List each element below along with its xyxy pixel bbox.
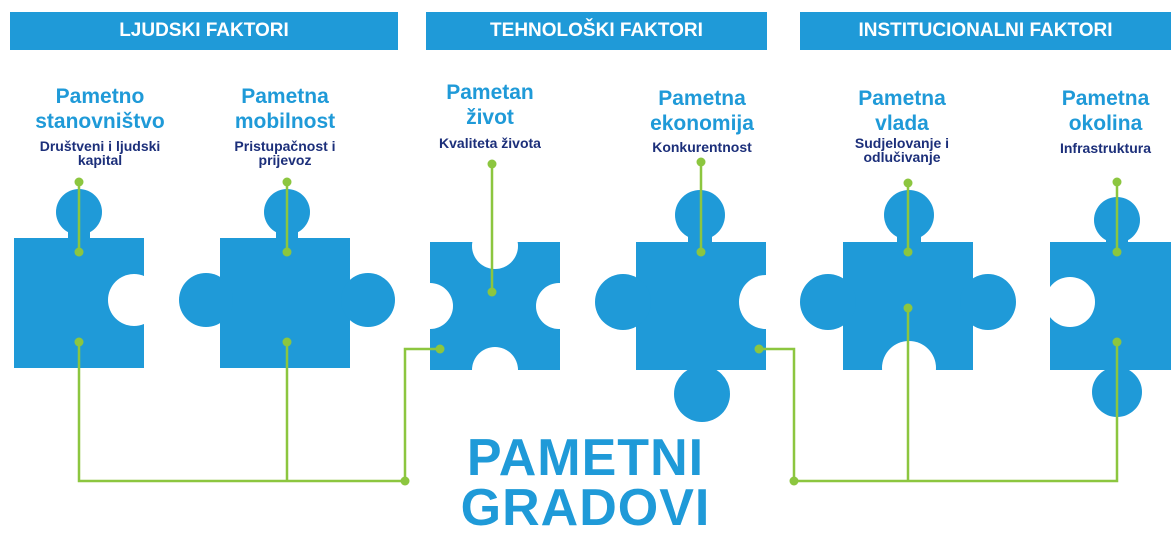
header-technological-label: TEHNOLOŠKI FAKTORI xyxy=(490,20,703,41)
piece-3-title: Pametan život xyxy=(410,80,570,130)
puzzle-piece-6 xyxy=(1050,197,1171,417)
piece-2-title-line-2: mobilnost xyxy=(234,110,336,133)
piece-2-title: Pametna mobilnost xyxy=(195,84,375,134)
piece-2-subtitle: Pristupačnost i prijevoz xyxy=(195,139,375,167)
header-human-label: LJUDSKI FAKTORI xyxy=(119,20,289,41)
piece-4-title: Pametna ekonomija xyxy=(612,86,792,136)
piece-3-title-line-1: Pametan xyxy=(446,81,534,104)
piece-4-subtitle: Konkurentnost xyxy=(612,140,792,154)
puzzle-piece-4 xyxy=(595,190,766,422)
header-technological-factors: TEHNOLOŠKI FAKTORI xyxy=(426,12,767,50)
piece-5-title: Pametna vlada xyxy=(812,86,992,136)
piece-3-subtitle: Kvaliteta života xyxy=(410,136,570,150)
piece-6-subtitle: Infrastruktura xyxy=(1040,141,1171,155)
piece-6-subtitle-line-1: Infrastruktura xyxy=(1059,140,1152,156)
center-title: PAMETNI GRADOVI xyxy=(0,429,1171,537)
piece-6-title: Pametna okolina xyxy=(1040,86,1171,136)
header-institutional-factors: INSTITUCIONALNI FAKTORI xyxy=(800,12,1171,50)
piece-1-title-line-1: Pametno xyxy=(55,85,145,108)
piece-2-subtitle-line-2: prijevoz xyxy=(258,152,312,168)
piece-6-title-line-2: okolina xyxy=(1068,112,1143,135)
piece-4-title-line-2: ekonomija xyxy=(650,112,754,135)
piece-3-subtitle-line-1: Kvaliteta života xyxy=(439,135,541,151)
connector-dots xyxy=(74,157,1122,486)
piece-2-subtitle-line-1: Pristupačnost i xyxy=(234,138,336,154)
center-title-line-2: GRADOVI xyxy=(460,479,711,537)
piece-5-title-line-2: vlada xyxy=(875,112,929,135)
piece-5-subtitle-line-2: odlučivanje xyxy=(863,149,941,165)
center-title-line-1: PAMETNI xyxy=(466,429,705,487)
piece-2-title-line-1: Pametna xyxy=(241,85,329,108)
piece-1-subtitle: Društveni i ljudski kapital xyxy=(10,139,190,167)
piece-1-title-line-2: stanovništvo xyxy=(35,110,165,133)
piece-5-subtitle-line-1: Sudjelovanje i xyxy=(854,135,950,151)
puzzle-diagram xyxy=(14,157,1171,486)
piece-3-title-line-2: život xyxy=(466,106,514,129)
piece-1-subtitle-line-2: kapital xyxy=(77,152,123,168)
header-institutional-label: INSTITUCIONALNI FAKTORI xyxy=(858,20,1113,41)
header-human-factors: LJUDSKI FAKTORI xyxy=(10,12,398,50)
piece-5-title-line-1: Pametna xyxy=(858,87,946,110)
piece-4-subtitle-line-1: Konkurentnost xyxy=(652,139,752,155)
piece-4-title-line-1: Pametna xyxy=(658,87,746,110)
puzzle-piece-3 xyxy=(430,242,560,370)
piece-6-title-line-1: Pametna xyxy=(1061,87,1150,110)
piece-1-subtitle-line-1: Društveni i ljudski xyxy=(39,138,161,154)
piece-1-title: Pametno stanovništvo xyxy=(10,84,190,134)
piece-5-subtitle: Sudjelovanje i odlučivanje xyxy=(812,136,992,164)
